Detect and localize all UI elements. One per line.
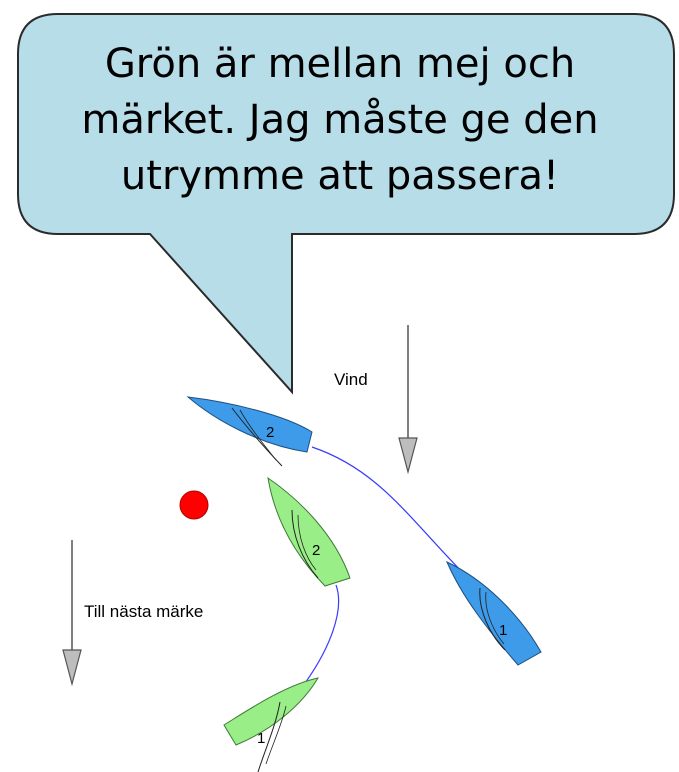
blue-boat-track [311,446,471,581]
wind-arrow [398,325,418,475]
blue-boat-position-1 [446,560,542,666]
speech-bubble-text: Grön är mellan mej och märket. Jag måste… [40,36,640,204]
green-boat-position-1 [223,677,320,772]
rounding-mark [179,490,209,520]
next-mark-arrow [62,540,82,687]
green-boat-position-2 [267,476,351,587]
speech-line-3: utrymme att passera! [120,153,560,199]
speech-line-1: Grön är mellan mej och [104,41,576,87]
blue-boat-1-number: 1 [499,622,507,639]
wind-label: Vind [334,370,368,389]
green-boat-2-number: 2 [312,542,320,559]
blue-boat-position-2 [186,396,313,467]
green-boat-1-number: 1 [257,730,265,747]
speech-line-2: märket. Jag måste ge den [81,97,599,143]
blue-boat-2-number: 2 [266,424,274,441]
next-mark-label: Till nästa märke [84,602,204,621]
green-boat-track [299,584,340,691]
speech-bubble [17,13,675,395]
